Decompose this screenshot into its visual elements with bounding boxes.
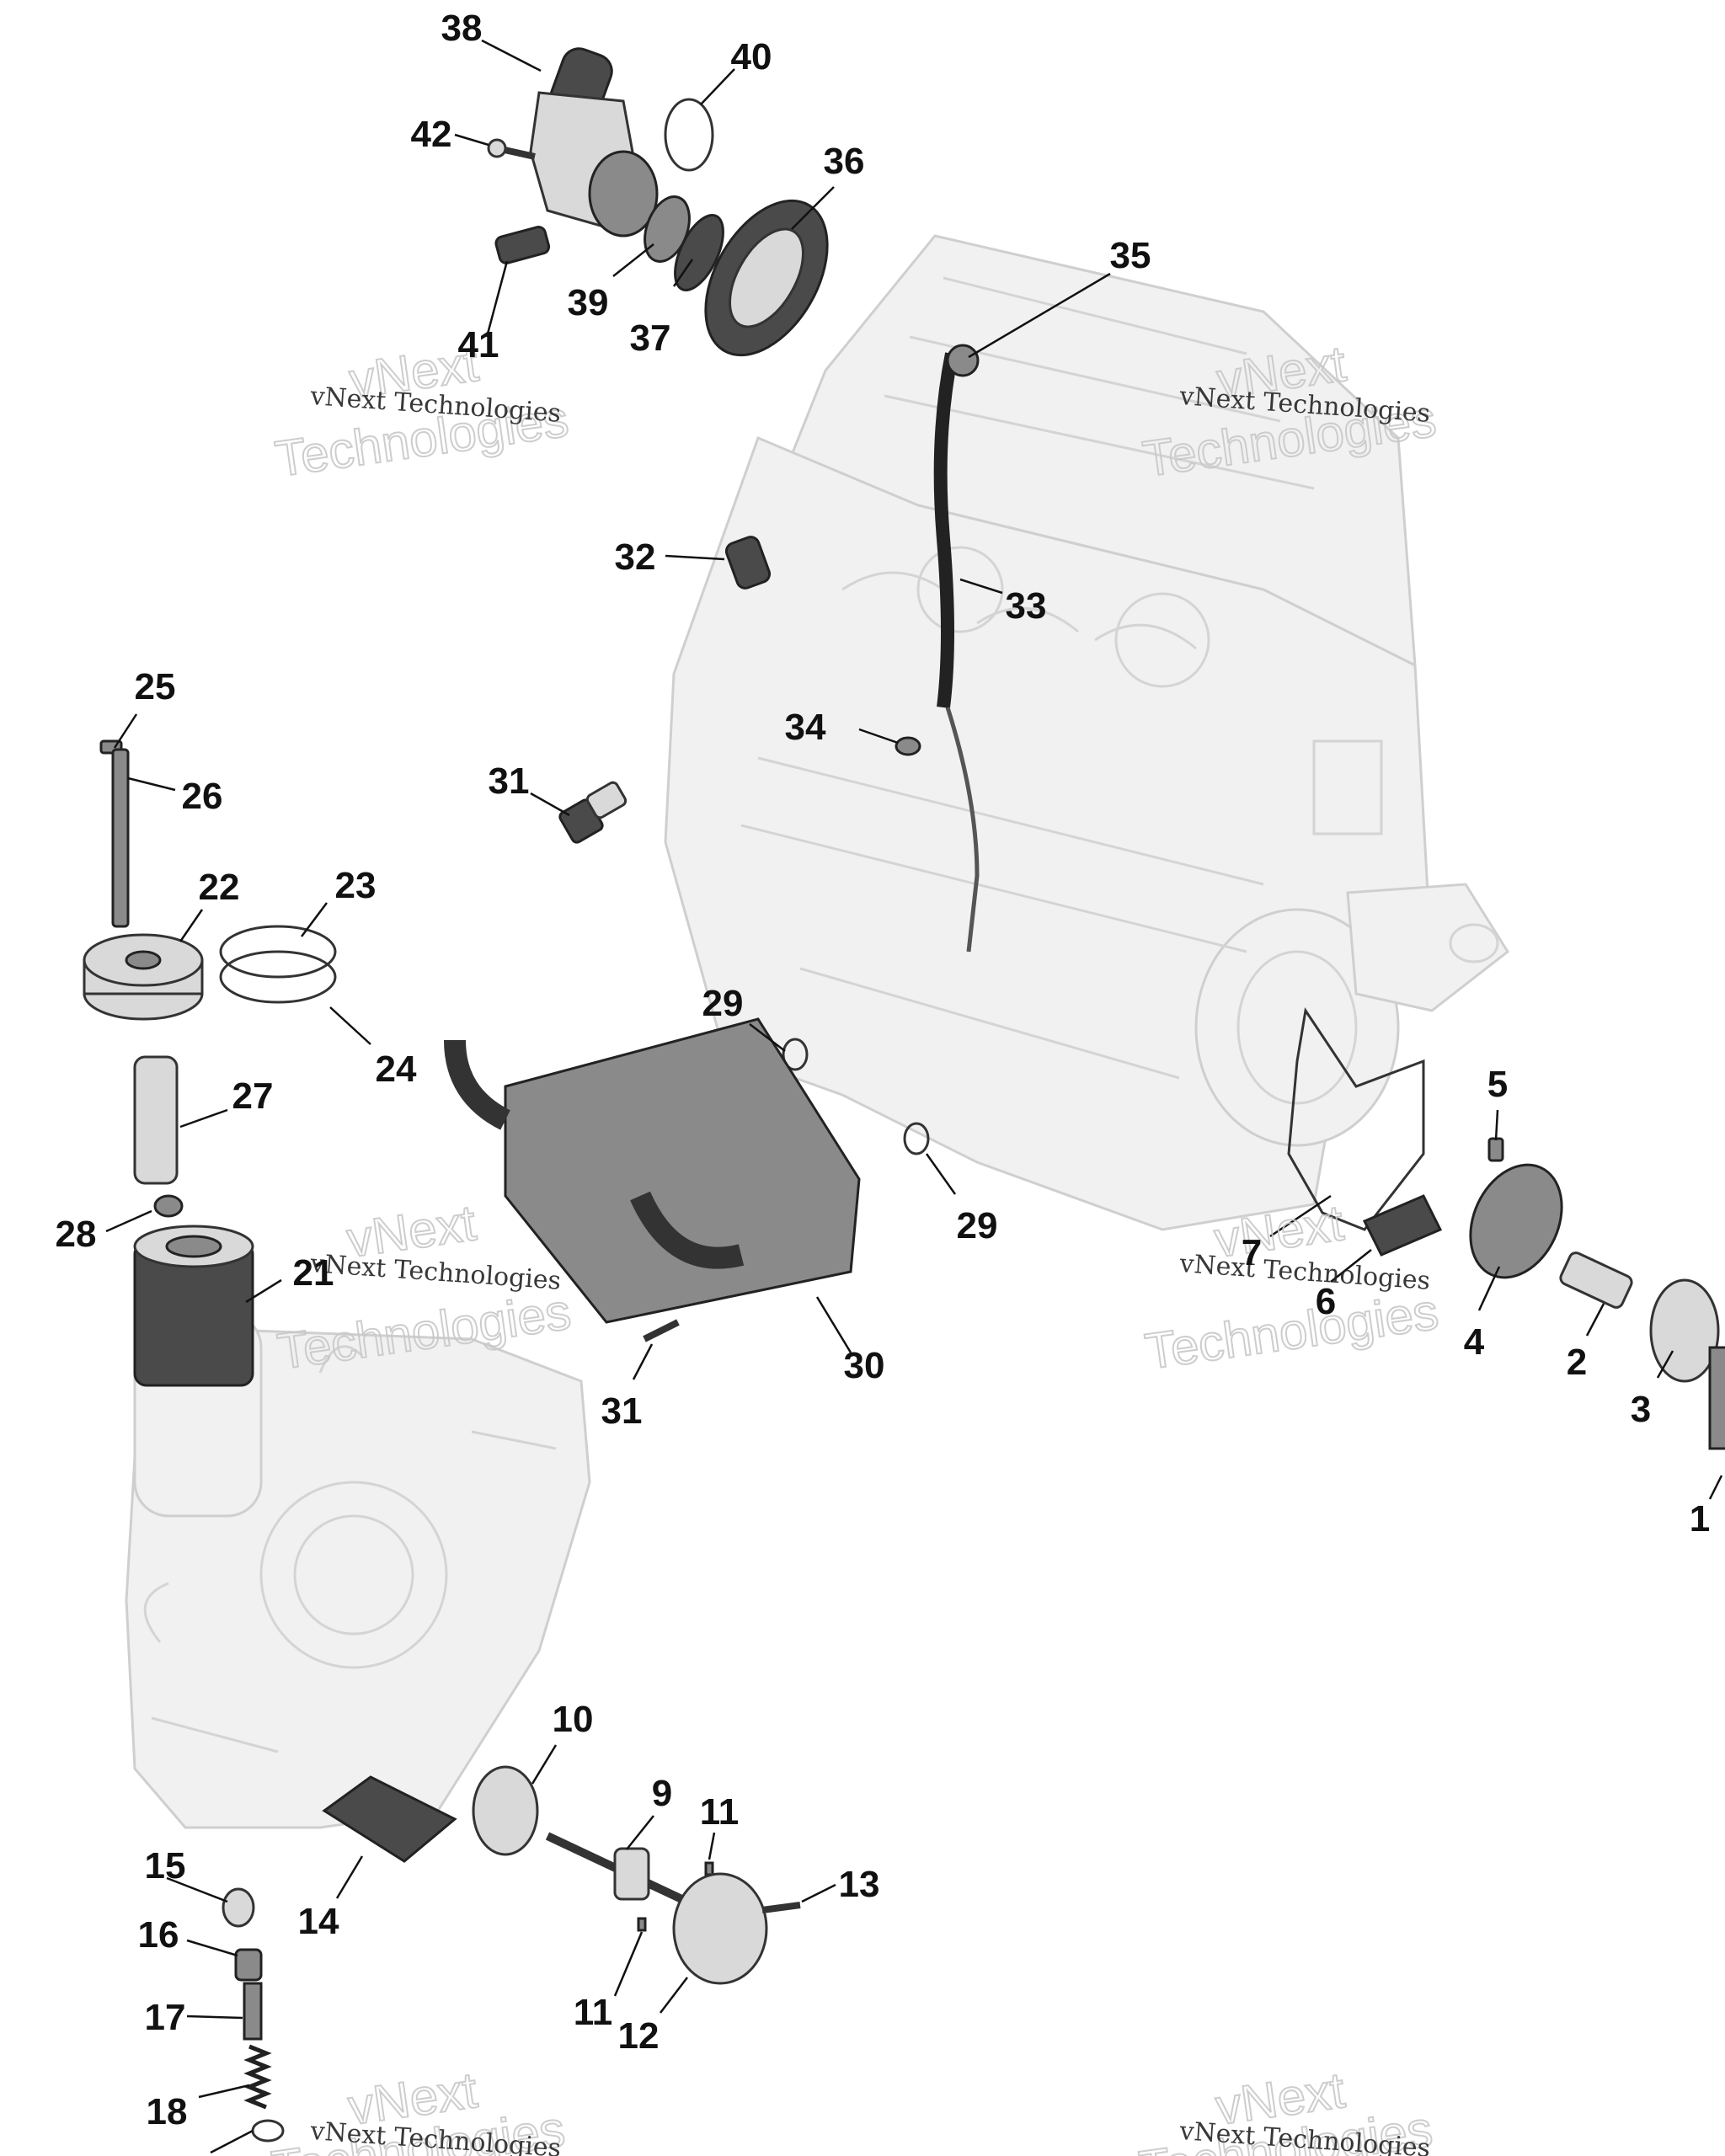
part-34-dipstick-rod — [945, 707, 980, 953]
callout-22: 22 — [199, 867, 240, 908]
part-18-spring — [243, 2044, 272, 2110]
callout-labels: 38 40 42 36 35 39 37 41 32 33 34 31 25 2… — [56, 8, 1711, 2132]
callout-36: 35 — [1110, 235, 1151, 276]
callout-41: 40 — [731, 36, 772, 77]
callout-39: 38 — [441, 8, 483, 49]
callout-35: 34 — [785, 707, 826, 748]
callout-10: 10 — [553, 1699, 594, 1740]
part-9-shaft — [545, 1832, 693, 1908]
callout-29-lower: 29 — [957, 1205, 998, 1246]
part-3-rotor — [1649, 1278, 1720, 1383]
callout-28: 28 — [56, 1214, 97, 1255]
part-12-pump-cover — [672, 1872, 768, 1985]
part-6-screen — [1362, 1194, 1443, 1257]
callout-12: 12 — [618, 2015, 660, 2057]
callout-23: 23 — [335, 865, 377, 906]
callout-30: 30 — [844, 1345, 885, 1386]
callout-11-upper: 11 — [700, 1791, 740, 1833]
callout-32: 31 — [489, 760, 530, 802]
part-1-pump-body — [1708, 1346, 1725, 1450]
callout-7: 7 — [1242, 1232, 1262, 1273]
part-22-filter-cap — [83, 933, 204, 1021]
part-43-screw — [487, 138, 536, 160]
part-10-rotor — [472, 1765, 539, 1856]
part-39-thermostat-housing — [529, 47, 659, 237]
callout-26: 26 — [182, 776, 223, 817]
callout-15: 15 — [145, 1845, 186, 1886]
callout-37: 36 — [824, 141, 865, 182]
part-37-housing — [704, 199, 829, 357]
callout-18: 18 — [147, 2091, 188, 2132]
callout-4: 4 — [1464, 1321, 1485, 1363]
part-24-o-ring — [219, 950, 337, 1004]
engine-block-ghost — [664, 234, 1509, 1231]
callout-34: 33 — [1006, 585, 1047, 627]
part-31-screw — [643, 1319, 680, 1342]
callout-31: 31 — [601, 1390, 643, 1432]
callout-5: 5 — [1487, 1064, 1508, 1105]
part-13-screw — [761, 1902, 801, 1913]
part-25-26-bolt — [99, 739, 130, 928]
callout-25: 25 — [135, 666, 176, 707]
callout-3: 3 — [1631, 1389, 1651, 1430]
part-36-dipstick-cap — [946, 344, 980, 377]
callout-42: 41 — [458, 324, 499, 366]
callout-16: 16 — [138, 1914, 179, 1956]
crankcase-ghost — [125, 1312, 591, 1829]
part-41-o-ring — [664, 98, 714, 172]
callout-38: 37 — [630, 318, 671, 359]
callout-6: 6 — [1316, 1281, 1336, 1322]
callout-29-upper: 29 — [702, 983, 744, 1024]
callout-43: 42 — [411, 114, 452, 155]
part-11-pin-upper — [704, 1861, 714, 1876]
watermark-large-line2: Technologies — [1141, 1283, 1441, 1380]
part-35-o-ring — [895, 736, 921, 756]
leader-lines — [105, 39, 1723, 2154]
callout-11-lower: 11 — [574, 1992, 613, 2033]
part-33-sensor — [724, 536, 772, 590]
part-32-plug — [558, 781, 628, 844]
callout-21: 21 — [293, 1252, 334, 1294]
part-17-spring-seat — [243, 1982, 263, 2041]
part-19-o-ring — [251, 2119, 285, 2143]
callout-17: 17 — [145, 1997, 186, 2038]
part-11-pin-lower — [637, 1917, 647, 1932]
part-16-plunger — [234, 1948, 263, 1982]
part-29-o-ring-upper — [782, 1038, 809, 1071]
callout-9: 9 — [652, 1773, 672, 1814]
callout-24: 24 — [376, 1049, 417, 1090]
callout-40: 39 — [568, 282, 609, 323]
callout-13: 13 — [839, 1864, 880, 1905]
part-5-screw — [1487, 1137, 1504, 1162]
part-34-dipstick-tube — [933, 352, 959, 708]
part-38-gasket — [674, 214, 724, 291]
part-28-nut — [153, 1194, 184, 1218]
callout-2: 2 — [1567, 1342, 1587, 1383]
part-14-screen — [322, 1775, 457, 1863]
part-30-oil-cooler — [444, 1017, 861, 1324]
part-7-gasket — [1287, 1007, 1425, 1231]
part-21-oil-filter — [133, 1225, 254, 1387]
callout-33: 32 — [615, 536, 656, 578]
callout-1: 1 — [1690, 1498, 1710, 1540]
part-15-valve-cap — [222, 1887, 255, 1928]
callout-27: 27 — [232, 1075, 274, 1117]
callout-14: 14 — [298, 1901, 339, 1942]
part-4-pump-cover — [1469, 1163, 1563, 1279]
part-2-shaft — [1559, 1251, 1633, 1309]
part-42-sensor — [494, 226, 551, 264]
part-29-o-ring-lower — [903, 1122, 930, 1155]
part-23-o-ring — [219, 925, 337, 979]
part-27-tube — [133, 1055, 179, 1185]
